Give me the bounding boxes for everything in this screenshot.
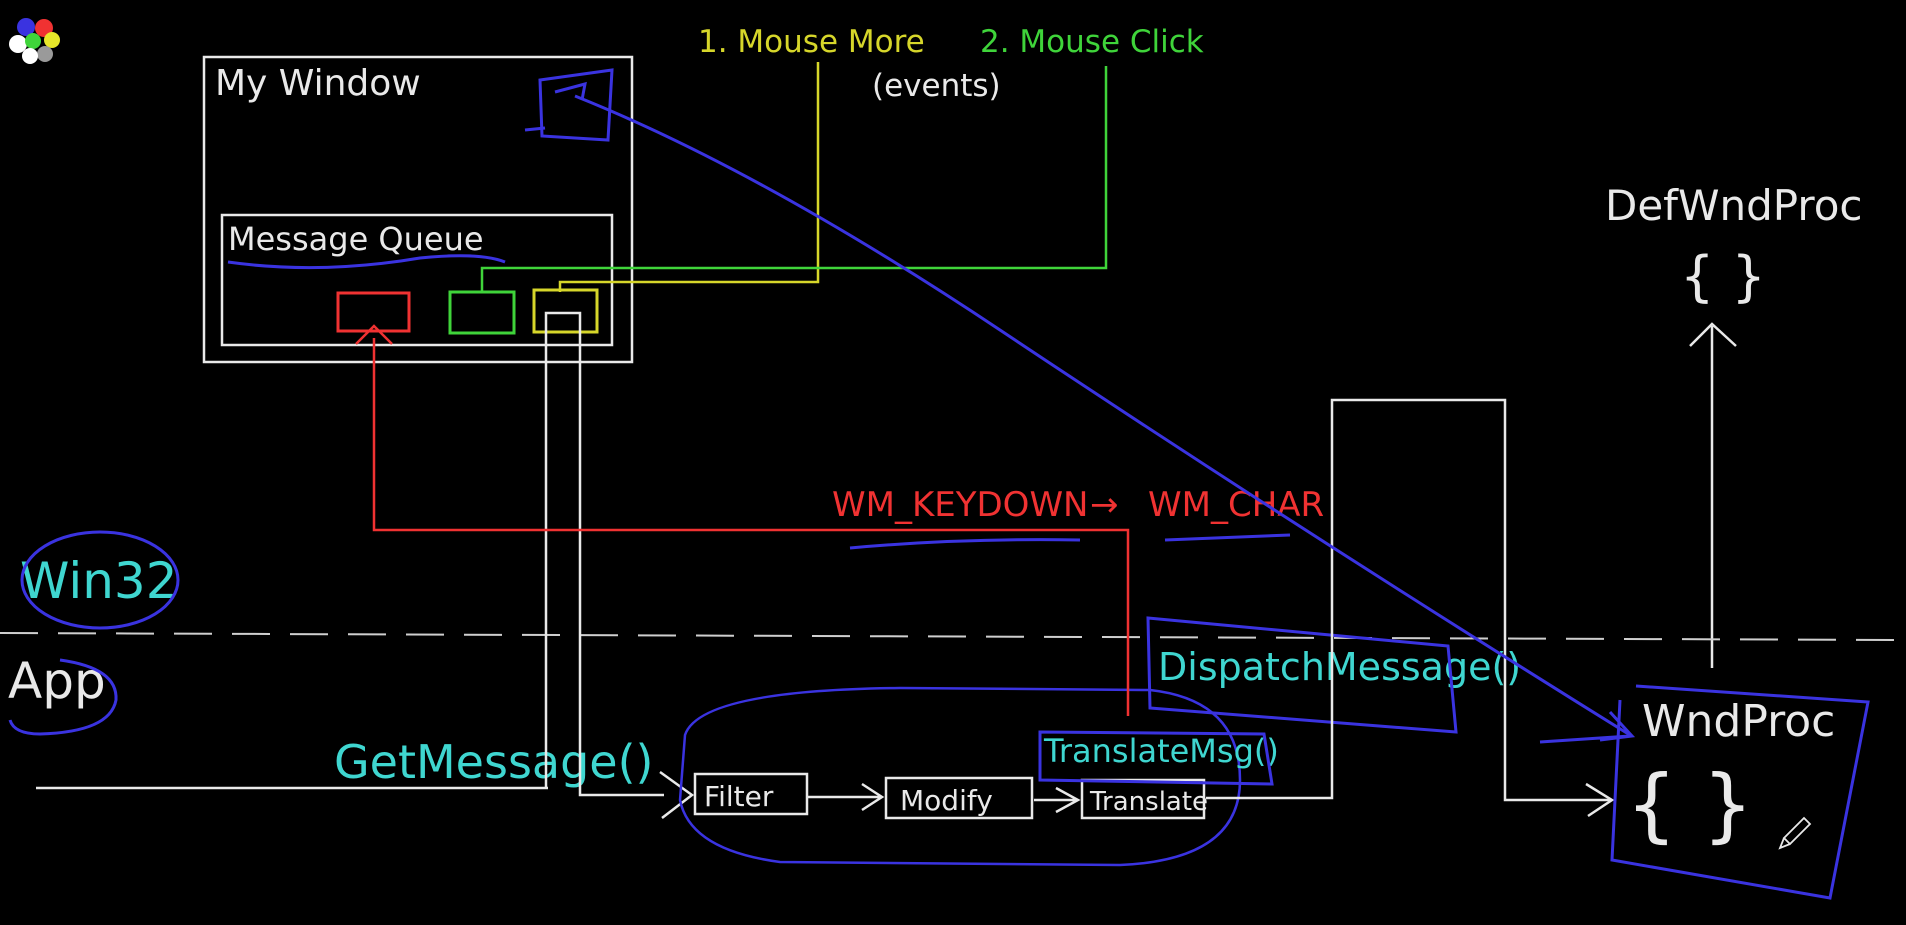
pen-cursor-icon xyxy=(1778,816,1812,850)
wm-arrow-label: → xyxy=(1090,485,1119,525)
app-label: App xyxy=(8,652,106,710)
queue-slot-yellow xyxy=(532,288,599,334)
translate-label: Translate xyxy=(1089,787,1208,817)
def-wnd-proc-arrow xyxy=(1689,322,1737,668)
events-label: (events) xyxy=(872,68,1001,104)
filter-box xyxy=(693,772,809,816)
wnd-proc-outline xyxy=(1610,684,1870,900)
window-to-wndproc-arrowhead xyxy=(1539,710,1636,744)
win32-label: Win32 xyxy=(20,552,178,610)
translate-box xyxy=(1080,778,1206,820)
modify-label: Modify xyxy=(900,784,993,817)
queue-slot-red xyxy=(336,291,411,333)
wnd-proc-braces: { } xyxy=(1626,758,1753,851)
get-message-label: GetMessage() xyxy=(334,735,653,789)
queue-slot-green xyxy=(448,290,516,335)
wm-char-label: WM_CHAR xyxy=(1148,485,1324,525)
modify-to-translate-arrow xyxy=(1034,786,1081,814)
get-message-pipe xyxy=(544,311,664,797)
pipeline-outline xyxy=(678,686,1242,867)
win32-circle xyxy=(20,530,180,630)
dispatch-flow-line xyxy=(1206,398,1610,802)
wm-char-repost-line xyxy=(372,338,1130,716)
message-queue-box xyxy=(220,213,614,347)
color-palette-icon[interactable] xyxy=(9,18,60,64)
my-window-label: My Window xyxy=(215,63,421,104)
mouse-click-connector xyxy=(480,66,1108,292)
mouse-move-label: 1. Mouse More xyxy=(698,24,925,60)
def-wnd-proc-label: DefWndProc xyxy=(1605,181,1863,230)
translate-msg-outline xyxy=(1038,730,1274,786)
mouse-move-connector xyxy=(558,62,820,292)
wnd-proc-label: WndProc xyxy=(1642,696,1835,747)
mouse-click-label: 2. Mouse Click xyxy=(980,24,1204,60)
window-sketch-scribble xyxy=(524,68,614,142)
get-message-arrowhead xyxy=(659,770,695,819)
my-window-box xyxy=(202,55,634,364)
modify-box xyxy=(884,776,1034,820)
wm-char-repost-arrowhead xyxy=(355,324,393,345)
filter-label: Filter xyxy=(704,780,774,813)
window-to-wndproc-arrow xyxy=(574,94,1631,737)
win32-app-separator xyxy=(0,632,1906,641)
wm-keydown-label: WM_KEYDOWN xyxy=(832,485,1089,525)
wm-labels-underline xyxy=(849,533,1291,550)
filter-to-modify-arrow xyxy=(808,782,885,812)
app-circle xyxy=(8,658,118,736)
translate-msg-label: TranslateMsg() xyxy=(1043,732,1279,770)
message-queue-label: Message Queue xyxy=(228,220,484,258)
dispatch-message-label: DispatchMessage() xyxy=(1158,645,1521,689)
dispatch-flow-arrowhead xyxy=(1585,782,1615,818)
processing-pipeline: Filter Modify Translate xyxy=(678,686,1242,867)
message-queue-underline xyxy=(227,254,506,270)
dispatch-message-outline xyxy=(1146,616,1458,734)
def-wnd-proc-braces: { } xyxy=(1680,245,1766,308)
